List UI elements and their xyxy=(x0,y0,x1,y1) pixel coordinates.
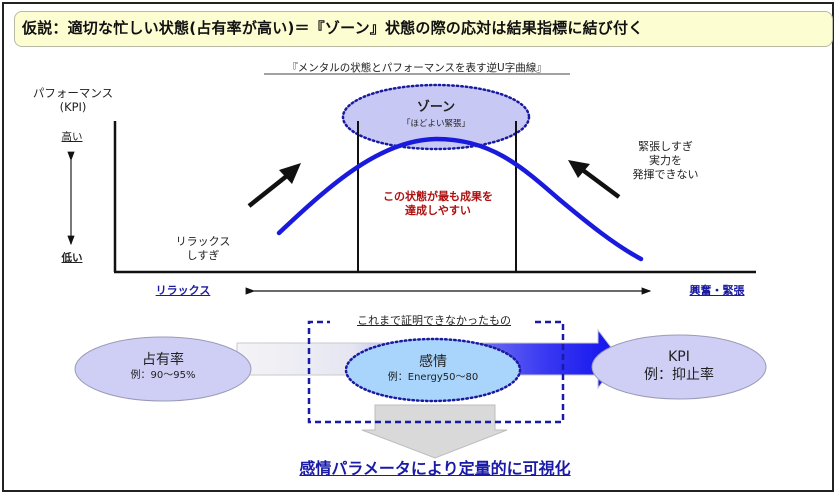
too-tense-note-line1: 緊張しすぎ xyxy=(638,140,693,153)
inverted-u-curve xyxy=(276,136,644,262)
kpi-node-title: KPI xyxy=(668,349,690,365)
x-axis-excitement-label: 興奮・緊張 xyxy=(689,284,745,297)
slide-frame xyxy=(2,2,834,492)
optimal-state-note-line2: 達成しやすい xyxy=(405,203,471,217)
too-tense-note-line2: 実力を xyxy=(649,153,682,167)
unproven-label: これまで証明できなかったもの xyxy=(334,314,534,328)
too-relaxed-note: リラックス しすぎ xyxy=(163,235,243,263)
y-axis-low-label: 低い xyxy=(61,252,83,264)
chart-caption: 『メンタルの状態とパフォーマンスを表す逆U字曲線』 xyxy=(287,62,547,74)
occupancy-node-text: 占有率 例：90～95% xyxy=(103,352,223,382)
y-axis-label-line2: (KPI) xyxy=(59,100,87,115)
y-axis-label-line1: パフォーマンス xyxy=(32,86,114,100)
unproven-dashed-box xyxy=(307,320,565,424)
hypothesis-banner xyxy=(14,11,833,47)
occupancy-node-example: 例：90～95% xyxy=(130,369,196,381)
occupancy-node xyxy=(74,336,252,402)
optimal-state-note-line1: この状態が最も成果を xyxy=(383,190,493,203)
zone-subtitle: 「ほどよい緊張」 xyxy=(401,119,470,129)
emotion-node-title: 感情 xyxy=(419,354,447,370)
emotion-node-example: 例：Energy50～80 xyxy=(387,371,479,383)
too-relaxed-note-line1: リラックス xyxy=(175,235,231,248)
kpi-node xyxy=(591,334,767,400)
increase-arrow-icon xyxy=(247,163,301,208)
zone-ellipse xyxy=(341,83,531,151)
x-axis-relax-label: リラックス xyxy=(155,284,211,297)
zone-title: ゾーン xyxy=(416,100,456,115)
too-tense-note-line3: 発揮できない xyxy=(632,167,699,181)
too-tense-note: 緊張しすぎ 実力を 発揮できない xyxy=(618,140,713,181)
kpi-node-example: 例：抑止率 xyxy=(644,366,714,383)
emotion-node xyxy=(344,337,522,403)
y-axis-high-label: 高い xyxy=(61,131,83,143)
hypothesis-title: 仮説：適切な忙しい状態(占有率が高い)＝『ゾーン』状態の際の応対は結果指標に結び… xyxy=(22,19,644,37)
kpi-node-text: KPI 例：抑止率 xyxy=(619,349,739,384)
emotion-node-text: 感情 例：Energy50～80 xyxy=(363,354,503,384)
decrease-arrow-icon xyxy=(568,160,621,199)
down-arrow xyxy=(361,404,508,459)
y-axis-label: パフォーマンス (KPI) xyxy=(18,86,128,115)
optimal-state-note: この状態が最も成果を 達成しやすい xyxy=(363,190,513,218)
conclusion-text: 感情パラメータにより定量的に可視化 xyxy=(299,459,571,478)
too-relaxed-note-line2: しすぎ xyxy=(186,248,220,262)
occupancy-node-title: 占有率 xyxy=(142,352,184,368)
